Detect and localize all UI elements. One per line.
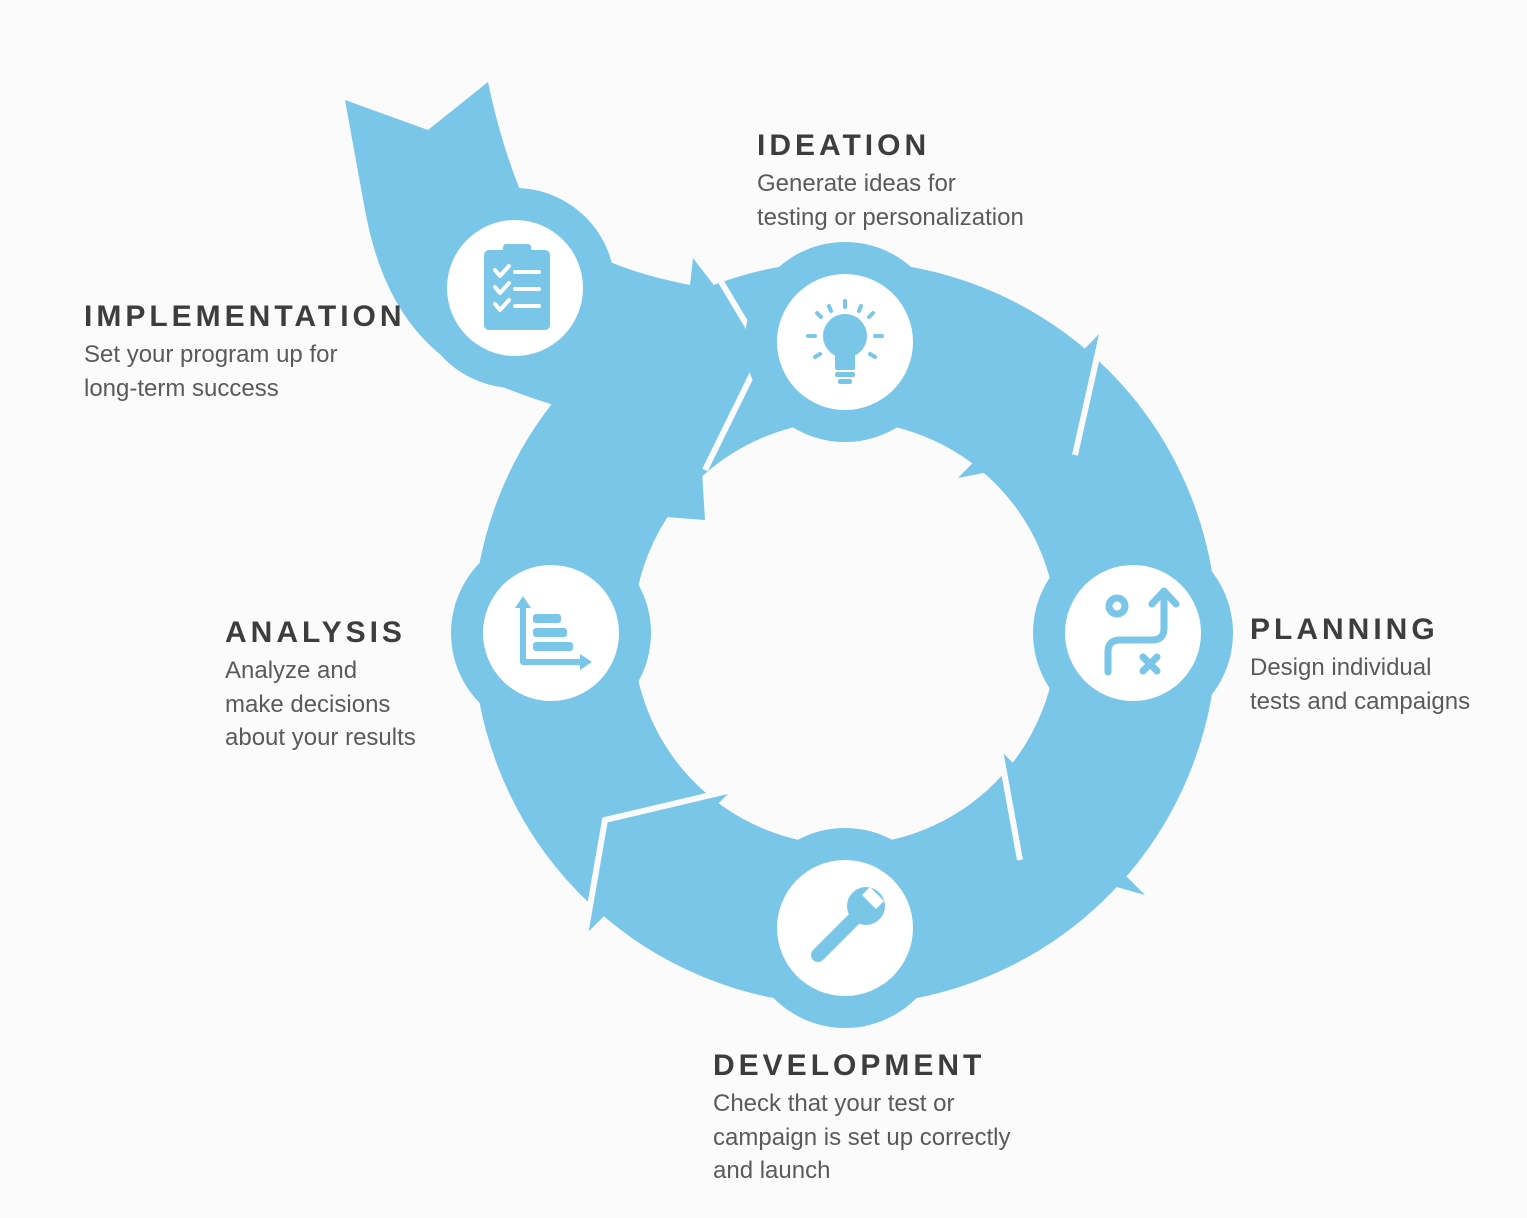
- node-development: [745, 828, 945, 1028]
- route-plan-icon: [1104, 587, 1180, 676]
- stage-description-line: make decisions: [225, 690, 391, 718]
- stage-title: PLANNING: [1250, 613, 1439, 646]
- stage-description-line: Set your program up for: [84, 341, 338, 368]
- stage-description-line: about your results: [225, 724, 416, 751]
- arrowhead-ideation-planning: [958, 330, 1103, 478]
- separator-line: [997, 749, 1023, 861]
- stage-description-line: testing or personalization: [757, 203, 1024, 231]
- arrowhead-development-analysis: [585, 790, 732, 935]
- lightbulb-icon: [806, 299, 884, 384]
- arrowhead-analysis-implementation: [510, 440, 705, 520]
- node-planning: [1033, 533, 1233, 733]
- stage-description-line: Design individual: [1250, 654, 1432, 681]
- stage-description-line: Generate ideas for: [757, 170, 956, 197]
- separator-line: [582, 787, 733, 936]
- stage-description-line: campaign is set up correctly: [713, 1123, 1011, 1151]
- stage-development: DEVELOPMENT Check that your test or camp…: [713, 1047, 1010, 1188]
- stage-description-line: long-term success: [84, 374, 279, 402]
- checklist-icon: [484, 244, 550, 330]
- stage-description-line: Check that your test or: [713, 1090, 955, 1117]
- stage-analysis: ANALYSIS Analyze and make decisions abou…: [225, 614, 416, 755]
- stage-ideation: IDEATION Generate ideas for testing or p…: [757, 127, 1024, 234]
- stage-description-line: and launch: [713, 1157, 831, 1184]
- node-ideation: [745, 242, 945, 442]
- stage-description-line: tests and campaigns: [1250, 687, 1471, 715]
- node-analysis: [451, 533, 651, 733]
- stage-planning: PLANNING Design individual tests and cam…: [1250, 611, 1470, 718]
- stage-title: IDEATION: [757, 129, 931, 162]
- stage-title: IMPLEMENTATION: [84, 300, 406, 333]
- stage-title: ANALYSIS: [225, 616, 406, 649]
- node-implementation: [415, 188, 615, 388]
- stage-title: DEVELOPMENT: [713, 1049, 986, 1082]
- separator-line: [1072, 329, 1106, 456]
- arrowhead-planning-development: [1000, 750, 1145, 895]
- wrench-icon: [811, 887, 885, 962]
- stage-description-line: Analyze and: [225, 657, 358, 684]
- bar-chart-icon: [515, 596, 592, 670]
- stage-implementation: IMPLEMENTATION Set your program up for l…: [84, 298, 406, 405]
